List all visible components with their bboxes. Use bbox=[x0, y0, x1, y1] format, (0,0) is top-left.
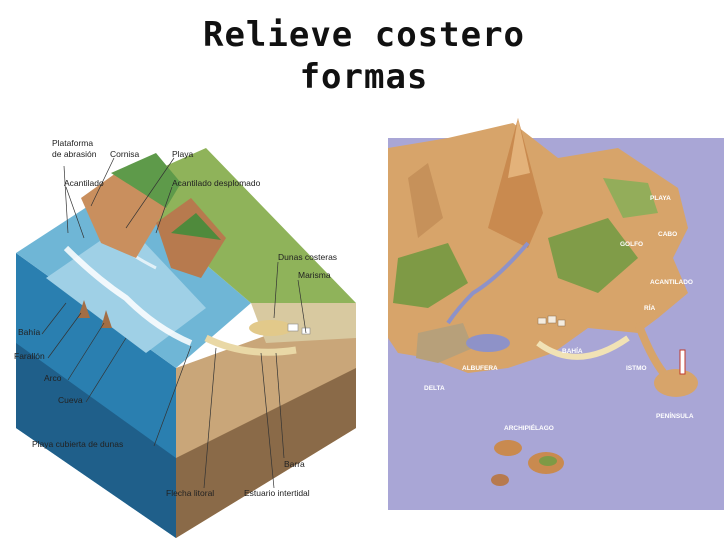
coastal-block-diagram: Plataforma de abrasión Cornisa Playa Aca… bbox=[6, 128, 364, 546]
dunes bbox=[249, 320, 293, 336]
title-line-2: formas bbox=[299, 57, 429, 97]
island-1 bbox=[494, 440, 522, 456]
block-right-wall-lower bbox=[176, 368, 356, 538]
cliff-top-vegetation bbox=[111, 153, 181, 208]
label-acantilado-desplomado: Acantilado desplomado bbox=[172, 178, 261, 188]
label-albufera: ALBUFERA bbox=[462, 365, 498, 372]
coastal-landforms-illustration: PLAYA CABO GOLFO ACANTILADO RÍA BAHÍA IS… bbox=[388, 118, 724, 510]
lighthouse bbox=[679, 349, 686, 375]
label-istmo: ISTMO bbox=[626, 365, 647, 372]
label-cueva: Cueva bbox=[58, 395, 83, 405]
shallow-water bbox=[46, 223, 206, 353]
label-farallon: Farallón bbox=[14, 351, 45, 361]
cliff-rock-2 bbox=[156, 198, 226, 278]
lagoon bbox=[466, 334, 510, 352]
sky-strip bbox=[388, 118, 724, 138]
label-ria: RÍA bbox=[644, 303, 656, 312]
coastal-block-illustration: Plataforma de abrasión Cornisa Playa Aca… bbox=[14, 138, 356, 538]
mountain-peak bbox=[488, 118, 543, 248]
green-plateau bbox=[548, 218, 638, 293]
slide-title: Relieve costero formas bbox=[0, 14, 728, 98]
label-acantilado: ACANTILADO bbox=[650, 279, 693, 286]
label-dunas-costeras: Dunas costeras bbox=[278, 252, 337, 262]
label-plataforma-2: de abrasión bbox=[52, 149, 97, 159]
label-archipielago: ARCHIPIÉLAGO bbox=[504, 423, 554, 432]
green-headland bbox=[603, 178, 658, 218]
label-playa: Playa bbox=[172, 149, 194, 159]
leader-lines bbox=[41, 157, 307, 489]
hill-green bbox=[171, 213, 221, 240]
mountain-highlight bbox=[508, 118, 530, 178]
left-peak bbox=[408, 163, 443, 238]
town bbox=[537, 315, 566, 327]
label-estuario: Estuario intertidal bbox=[244, 488, 310, 498]
label-bahia: BAHÍA bbox=[562, 346, 583, 355]
label-playa: PLAYA bbox=[650, 195, 671, 202]
label-peninsula: PENÍNSULA bbox=[656, 411, 694, 420]
sand-spit bbox=[204, 334, 297, 356]
label-cabo: CABO bbox=[658, 231, 677, 238]
label-marisma: Marisma bbox=[298, 270, 331, 280]
label-bahia: Bahía bbox=[18, 327, 40, 337]
block-front-wall-deep bbox=[16, 343, 176, 538]
label-golfo: GOLFO bbox=[620, 241, 643, 248]
label-flecha-litoral: Flecha litoral bbox=[166, 488, 214, 498]
river bbox=[446, 241, 530, 325]
island-vegetation bbox=[539, 456, 557, 466]
island-3 bbox=[491, 474, 509, 486]
label-cornisa: Cornisa bbox=[110, 149, 140, 159]
label-delta: DELTA bbox=[424, 385, 445, 392]
label-playa-cubierta: Playa cubierta de dunas bbox=[32, 439, 123, 449]
title-line-1: Relieve costero bbox=[202, 15, 526, 55]
label-arco: Arco bbox=[44, 373, 62, 383]
surf-line bbox=[63, 245, 193, 346]
label-plataforma-1: Plataforma bbox=[52, 138, 93, 148]
peninsula bbox=[654, 369, 698, 397]
label-barra: Barra bbox=[284, 459, 305, 469]
bay-beach bbox=[536, 335, 630, 360]
label-acantilado: Acantilado bbox=[64, 178, 104, 188]
delta bbox=[416, 323, 473, 363]
green-valley bbox=[393, 243, 468, 308]
coastal-landforms-map: PLAYA CABO GOLFO ACANTILADO RÍA BAHÍA IS… bbox=[388, 118, 724, 510]
house bbox=[287, 323, 299, 332]
